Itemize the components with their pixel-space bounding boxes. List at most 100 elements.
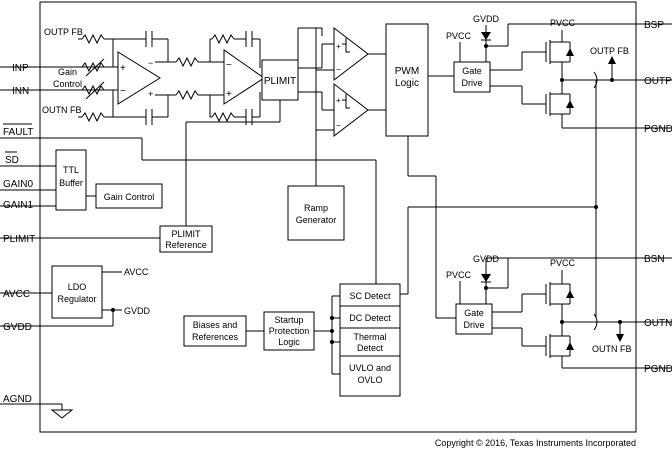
pwm-logic-block bbox=[385, 23, 429, 137]
pin-outp: OUTP bbox=[644, 76, 672, 87]
resistor-2c bbox=[211, 33, 235, 45]
pin-gvdd: GVDD bbox=[3, 322, 32, 333]
ramp-label-2: Generator bbox=[296, 215, 337, 225]
ramp-generator-block bbox=[287, 185, 345, 241]
outn-fb-junction bbox=[618, 320, 622, 324]
pin-avcc: AVCC bbox=[3, 289, 30, 300]
dc-detect-label: DC Detect bbox=[349, 313, 391, 323]
pin-outn: OUTN bbox=[644, 318, 672, 329]
gain-control-label: Gain Control bbox=[104, 192, 155, 202]
pin-gain0: GAIN0 bbox=[3, 179, 33, 190]
variable-arrow-inn bbox=[85, 81, 105, 100]
ldo-avcc-label: AVCC bbox=[124, 267, 149, 277]
comp1-minus: − bbox=[336, 65, 341, 74]
outp-fb-sense-arc bbox=[593, 71, 598, 89]
pin-fault: FAULT bbox=[3, 127, 33, 138]
comparator-2 bbox=[333, 82, 369, 138]
pin-gain1: GAIN1 bbox=[3, 200, 33, 211]
plimit-reference-block bbox=[159, 225, 213, 253]
pvcc-bottom-fet-label: PVCC bbox=[550, 258, 576, 268]
sc-detect-label: SC Detect bbox=[349, 291, 391, 301]
ramp-label-1: Ramp bbox=[304, 203, 328, 213]
opamp2-plus: + bbox=[226, 89, 232, 100]
uvlo-label-1: UVLO and bbox=[349, 363, 391, 373]
plimit-ref-label-1: PLIMIT bbox=[171, 229, 201, 239]
ldo-gvdd-label: GVDD bbox=[124, 306, 151, 316]
pvcc-top-fet-label: PVCC bbox=[550, 18, 576, 28]
pin-agnd: AGND bbox=[3, 394, 32, 405]
diode-bottom-icon bbox=[481, 274, 491, 282]
pin-bsn: BSN bbox=[644, 254, 665, 265]
resistor-2d bbox=[211, 111, 235, 123]
pin-plimit: PLIMIT bbox=[3, 234, 35, 245]
startup-label-2: Protection bbox=[269, 326, 310, 336]
body-diode-hs-bottom bbox=[566, 290, 574, 298]
biases-block bbox=[183, 315, 247, 347]
pwm-label-1: PWM bbox=[395, 66, 419, 77]
pvcc-top-gate-label: PVCC bbox=[446, 31, 472, 41]
hysteresis-icon-1 bbox=[342, 38, 350, 53]
gate-drive-bottom-label-1: Gate bbox=[464, 308, 484, 318]
outp-fb-junction bbox=[610, 78, 614, 82]
outp-fb-arrow-icon bbox=[608, 56, 616, 64]
comparator-1 bbox=[333, 26, 369, 82]
body-diode-ls-top bbox=[566, 100, 574, 108]
body-diode-ls-bottom bbox=[566, 342, 574, 350]
resistor-inn bbox=[81, 84, 105, 96]
gate-drive-top-label-2: Drive bbox=[461, 78, 482, 88]
diode-top-icon bbox=[481, 32, 491, 40]
startup-label-1: Startup bbox=[274, 315, 303, 325]
gvdd-top-label: GVDD bbox=[473, 14, 500, 24]
outn-fb-arrow-icon bbox=[616, 334, 624, 342]
pin-bsp: BSP bbox=[644, 20, 664, 31]
hysteresis-icon-2 bbox=[342, 94, 350, 109]
opamp-1 bbox=[117, 51, 161, 105]
ldo-label-2: Regulator bbox=[57, 294, 96, 304]
pin-pgnd-top: PGND bbox=[644, 124, 672, 135]
resistor-2b bbox=[175, 89, 199, 101]
startup-protection-block bbox=[263, 311, 315, 351]
label-gain-1: Gain bbox=[58, 67, 77, 77]
ttl-label-2: Buffer bbox=[59, 178, 83, 188]
gate-drive-bottom-label-2: Drive bbox=[463, 320, 484, 330]
outn-fb-out-label: OUTN FB bbox=[592, 344, 632, 354]
label-gain-2: Control bbox=[53, 79, 82, 89]
bus-junction-1 bbox=[330, 316, 334, 320]
outn-fb-sense-arc bbox=[593, 313, 598, 331]
comp2-minus: − bbox=[336, 121, 341, 130]
thermal-label-2: Detect bbox=[357, 343, 384, 353]
ttl-buffer-block bbox=[55, 149, 87, 211]
gvdd-bottom-label: GVDD bbox=[473, 254, 500, 264]
variable-arrow-inp bbox=[85, 58, 105, 77]
resistor-outp-fb bbox=[81, 33, 105, 45]
biases-label-2: References bbox=[192, 332, 239, 342]
opamp2-minus: − bbox=[226, 60, 232, 71]
pvcc-bottom-gate-label: PVCC bbox=[446, 270, 472, 280]
pin-sd: SD bbox=[5, 155, 19, 166]
startup-label-3: Logic bbox=[278, 337, 300, 347]
opamp1-out-minus: − bbox=[148, 58, 153, 68]
pin-inn: INN bbox=[12, 86, 29, 97]
copyright-text: Copyright © 2016, Texas Instruments Inco… bbox=[435, 438, 636, 448]
label-outp-fb-in: OUTP FB bbox=[44, 27, 83, 37]
pin-inp: INP bbox=[12, 63, 29, 74]
plimit-ref-label-2: Reference bbox=[165, 240, 207, 250]
resistor-2a bbox=[175, 56, 199, 68]
ldo-regulator-block bbox=[51, 265, 103, 319]
gain-control-block bbox=[95, 183, 163, 209]
ground-icon bbox=[50, 409, 74, 419]
uvlo-label-2: OVLO bbox=[357, 375, 382, 385]
plimit-block-label: PLIMIT bbox=[264, 76, 296, 87]
resistor-inp bbox=[81, 61, 105, 73]
comp2-plus: + bbox=[336, 96, 341, 105]
label-outn-fb-in: OUTN FB bbox=[42, 105, 82, 115]
ttl-label-1: TTL bbox=[63, 165, 79, 175]
outp-fb-out-label: OUTP FB bbox=[590, 46, 629, 56]
pwm-label-2: Logic bbox=[395, 78, 419, 89]
opamp1-out-plus: + bbox=[148, 89, 153, 99]
thermal-label-1: Thermal bbox=[353, 332, 386, 342]
comp1-plus: + bbox=[336, 42, 341, 51]
resistor-outn-fb bbox=[81, 111, 105, 123]
